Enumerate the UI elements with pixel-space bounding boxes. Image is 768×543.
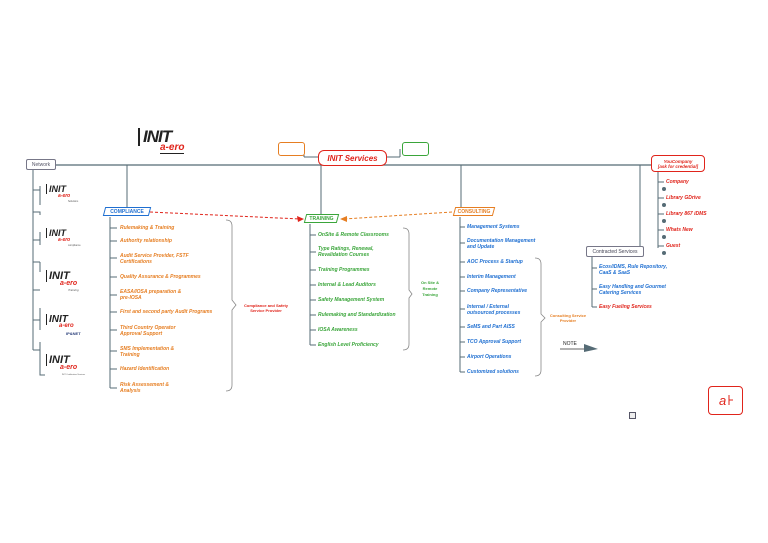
- compliance-node[interactable]: COMPLIANCE: [104, 207, 150, 216]
- your-company-item[interactable]: Library GDrive: [666, 195, 701, 201]
- expand-icon[interactable]: [629, 412, 636, 419]
- compliance-item[interactable]: Third Country Operator Approval Support: [120, 325, 176, 337]
- network-item-sub: a-ero: [58, 237, 71, 243]
- network-item[interactable]: INIT a-ero Training: [46, 270, 86, 294]
- contracted-item[interactable]: Easy Fueling Services: [599, 304, 652, 310]
- training-note: On Site & Remote Training: [420, 280, 439, 297]
- contracted-item[interactable]: Ecos/iDMS, Rule Repository, CaaS & SaaS: [599, 264, 668, 276]
- compliance-label: COMPLIANCE: [110, 208, 144, 215]
- root-side-box-orange[interactable]: [278, 142, 305, 156]
- network-item[interactable]: INIT a-ero Solutions: [46, 184, 82, 206]
- network-item-caption: compliance: [68, 244, 81, 247]
- compliance-item[interactable]: First and second party Audit Programs: [120, 309, 213, 315]
- training-item[interactable]: Rulemaking and Standardization: [318, 312, 396, 318]
- training-label: TRAINING: [309, 215, 334, 222]
- consulting-label: CONSULTING: [457, 208, 491, 215]
- network-item-caption: Training: [68, 288, 79, 292]
- network-item[interactable]: INIT a-ero compliance: [46, 228, 82, 250]
- consulting-item[interactable]: Documentation Management and Update: [467, 238, 536, 250]
- consulting-item[interactable]: AOC Process & Startup: [467, 259, 523, 265]
- contracted-node[interactable]: Contracted Services: [586, 246, 644, 257]
- network-item-caption: IP&NET: [66, 331, 81, 336]
- consulting-item[interactable]: Customized solutions: [467, 369, 519, 375]
- training-item[interactable]: Internal & Lead Auditors: [318, 282, 376, 288]
- consulting-item[interactable]: Airport Operations: [467, 354, 512, 360]
- training-item[interactable]: Training Programmes: [318, 267, 370, 273]
- your-company-label: YouCompany [ask for credential]: [657, 158, 699, 169]
- your-company-item[interactable]: Library 867 iDMS: [666, 211, 707, 217]
- logo-sub: a-ero: [160, 142, 185, 154]
- consulting-node[interactable]: CONSULTING: [454, 207, 494, 216]
- compliance-item[interactable]: Rulemaking & Training: [120, 225, 175, 231]
- your-company-item[interactable]: Company: [666, 179, 689, 185]
- network-node[interactable]: Network: [26, 159, 56, 170]
- network-item-brand: INIT: [46, 314, 86, 325]
- network-item-sub: a-ero: [59, 323, 74, 329]
- training-node[interactable]: TRAINING: [305, 214, 338, 223]
- svg-text:a: a: [719, 393, 726, 408]
- consulting-item[interactable]: Company Representative: [467, 288, 528, 294]
- logo-brand: INIT: [138, 128, 194, 146]
- note-label[interactable]: NOTE: [563, 341, 577, 347]
- consulting-note: Consulting Service Provider: [549, 313, 587, 323]
- compliance-item[interactable]: Audit Service Provider, FSTF Certificati…: [120, 253, 189, 265]
- training-item[interactable]: English Level Proficiency: [318, 342, 379, 348]
- network-item-sub: a-ero: [60, 364, 78, 371]
- your-company-node[interactable]: YouCompany [ask for credential]: [651, 155, 705, 172]
- network-item-brand: INIT: [46, 228, 82, 238]
- network-item-caption: Solutions: [68, 200, 79, 203]
- root-label: INIT Services: [327, 153, 378, 163]
- consulting-item[interactable]: Internal / External outsourced processes: [467, 304, 521, 316]
- root-node[interactable]: INIT Services: [318, 150, 387, 166]
- compliance-item[interactable]: Risk Assessement & Analysis: [120, 382, 170, 394]
- training-item[interactable]: Type Ratings, Renewal, Revalidation Cour…: [318, 246, 374, 258]
- network-item-brand: INIT: [46, 354, 92, 366]
- compliance-item[interactable]: Quality Assurance & Programmes: [120, 274, 201, 280]
- training-item[interactable]: IOSA Awareness: [318, 327, 358, 333]
- consulting-item[interactable]: Management Systems: [467, 224, 520, 230]
- contracted-item[interactable]: Easy Handling and Gourmet Catering Servi…: [599, 284, 666, 296]
- compliance-item[interactable]: EASA/IOSA preparation & pre-IOSA: [120, 289, 182, 301]
- your-company-item[interactable]: Guest: [666, 243, 681, 249]
- network-item-caption: INIT Certification Services: [62, 374, 86, 376]
- network-item-brand: INIT: [46, 270, 86, 282]
- aero-badge-icon[interactable]: a: [708, 386, 743, 415]
- training-item[interactable]: OnSite & Remote Classrooms: [318, 232, 389, 238]
- your-company-item[interactable]: Whats New: [666, 227, 693, 233]
- aero-badge-glyph-icon: a: [719, 393, 733, 408]
- contracted-label: Contracted Services: [592, 248, 638, 255]
- root-side-box-green[interactable]: [402, 142, 429, 156]
- compliance-item[interactable]: SMS Implementation & Training: [120, 346, 175, 358]
- init-aero-logo: INIT a-ero: [138, 128, 194, 158]
- compliance-item[interactable]: Hazard Identification: [120, 366, 170, 372]
- training-item[interactable]: Safety Management System: [318, 297, 385, 303]
- network-item[interactable]: INIT a-ero IP&NET: [46, 314, 86, 338]
- compliance-note: Compliance and Safety Service Provider: [243, 303, 288, 313]
- compliance-item[interactable]: Authority relationship: [120, 238, 172, 244]
- network-label: Network: [31, 161, 51, 168]
- network-item-brand: INIT: [46, 184, 82, 194]
- network-item-sub: a-ero: [60, 280, 78, 287]
- network-item[interactable]: INIT a-ero INIT Certification Services: [46, 354, 92, 380]
- consulting-item[interactable]: Interim Management: [467, 274, 516, 280]
- consulting-item[interactable]: SeMS and Part AISS: [467, 324, 515, 330]
- consulting-item[interactable]: TCO Approval Support: [467, 339, 521, 345]
- network-item-sub: a-ero: [58, 193, 71, 199]
